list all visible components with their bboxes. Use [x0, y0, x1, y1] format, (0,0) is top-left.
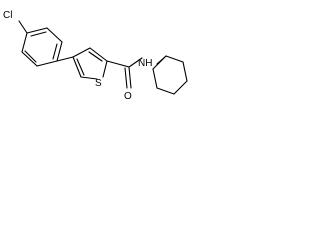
- nh-label: NH: [138, 58, 152, 69]
- cyclohexyl-ring: [152, 55, 188, 95]
- chlorine-label: Cl: [3, 10, 12, 21]
- chlorophenyl-ring: [21, 27, 63, 67]
- chemical-structure-diagram: Cl S O NH: [3, 10, 188, 102]
- carboxamide-group: [106, 57, 143, 89]
- sulfur-label: S: [95, 78, 102, 89]
- oxygen-label: O: [124, 91, 132, 102]
- chlorine-bond: [18, 20, 28, 34]
- biaryl-bond: [56, 56, 74, 62]
- thiophene-ring: [72, 47, 108, 80]
